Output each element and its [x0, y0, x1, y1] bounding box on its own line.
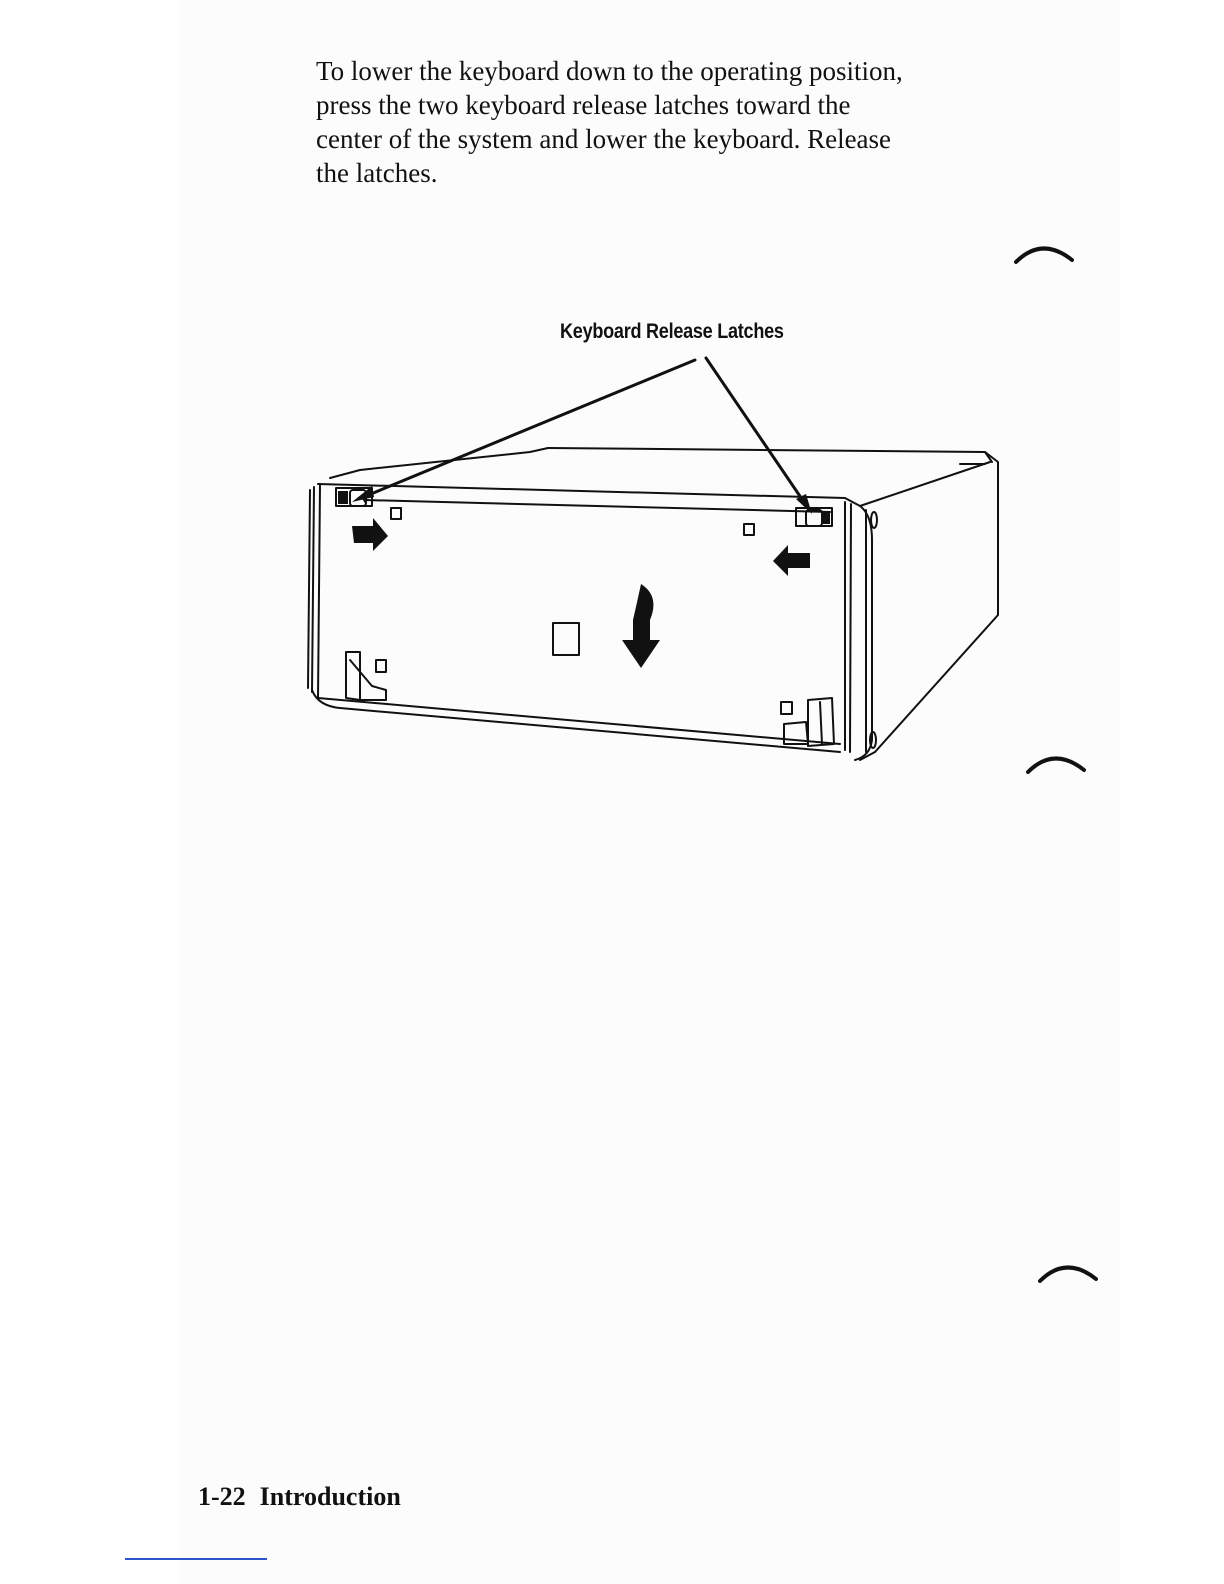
page-number: 1-22 [198, 1482, 246, 1511]
paragraph-line: To lower the keyboard down to the operat… [316, 54, 1016, 88]
instruction-paragraph: To lower the keyboard down to the operat… [316, 54, 1016, 190]
binder-tab-mark-top [1012, 236, 1078, 268]
paragraph-line: center of the system and lower the keybo… [316, 122, 1016, 156]
page-background [180, 0, 1120, 1584]
binder-tab-mark-bottom [1036, 1255, 1102, 1287]
paragraph-line: press the two keyboard release latches t… [316, 88, 1016, 122]
keyboard-illustration [290, 315, 1020, 775]
section-title: Introduction [260, 1482, 401, 1511]
page-footer: 1-22 Introduction [198, 1482, 401, 1512]
bottom-rule [125, 1558, 267, 1560]
figure-label: Keyboard Release Latches [560, 320, 784, 344]
paragraph-line: the latches. [316, 156, 1016, 190]
binder-tab-mark-middle [1024, 746, 1090, 778]
